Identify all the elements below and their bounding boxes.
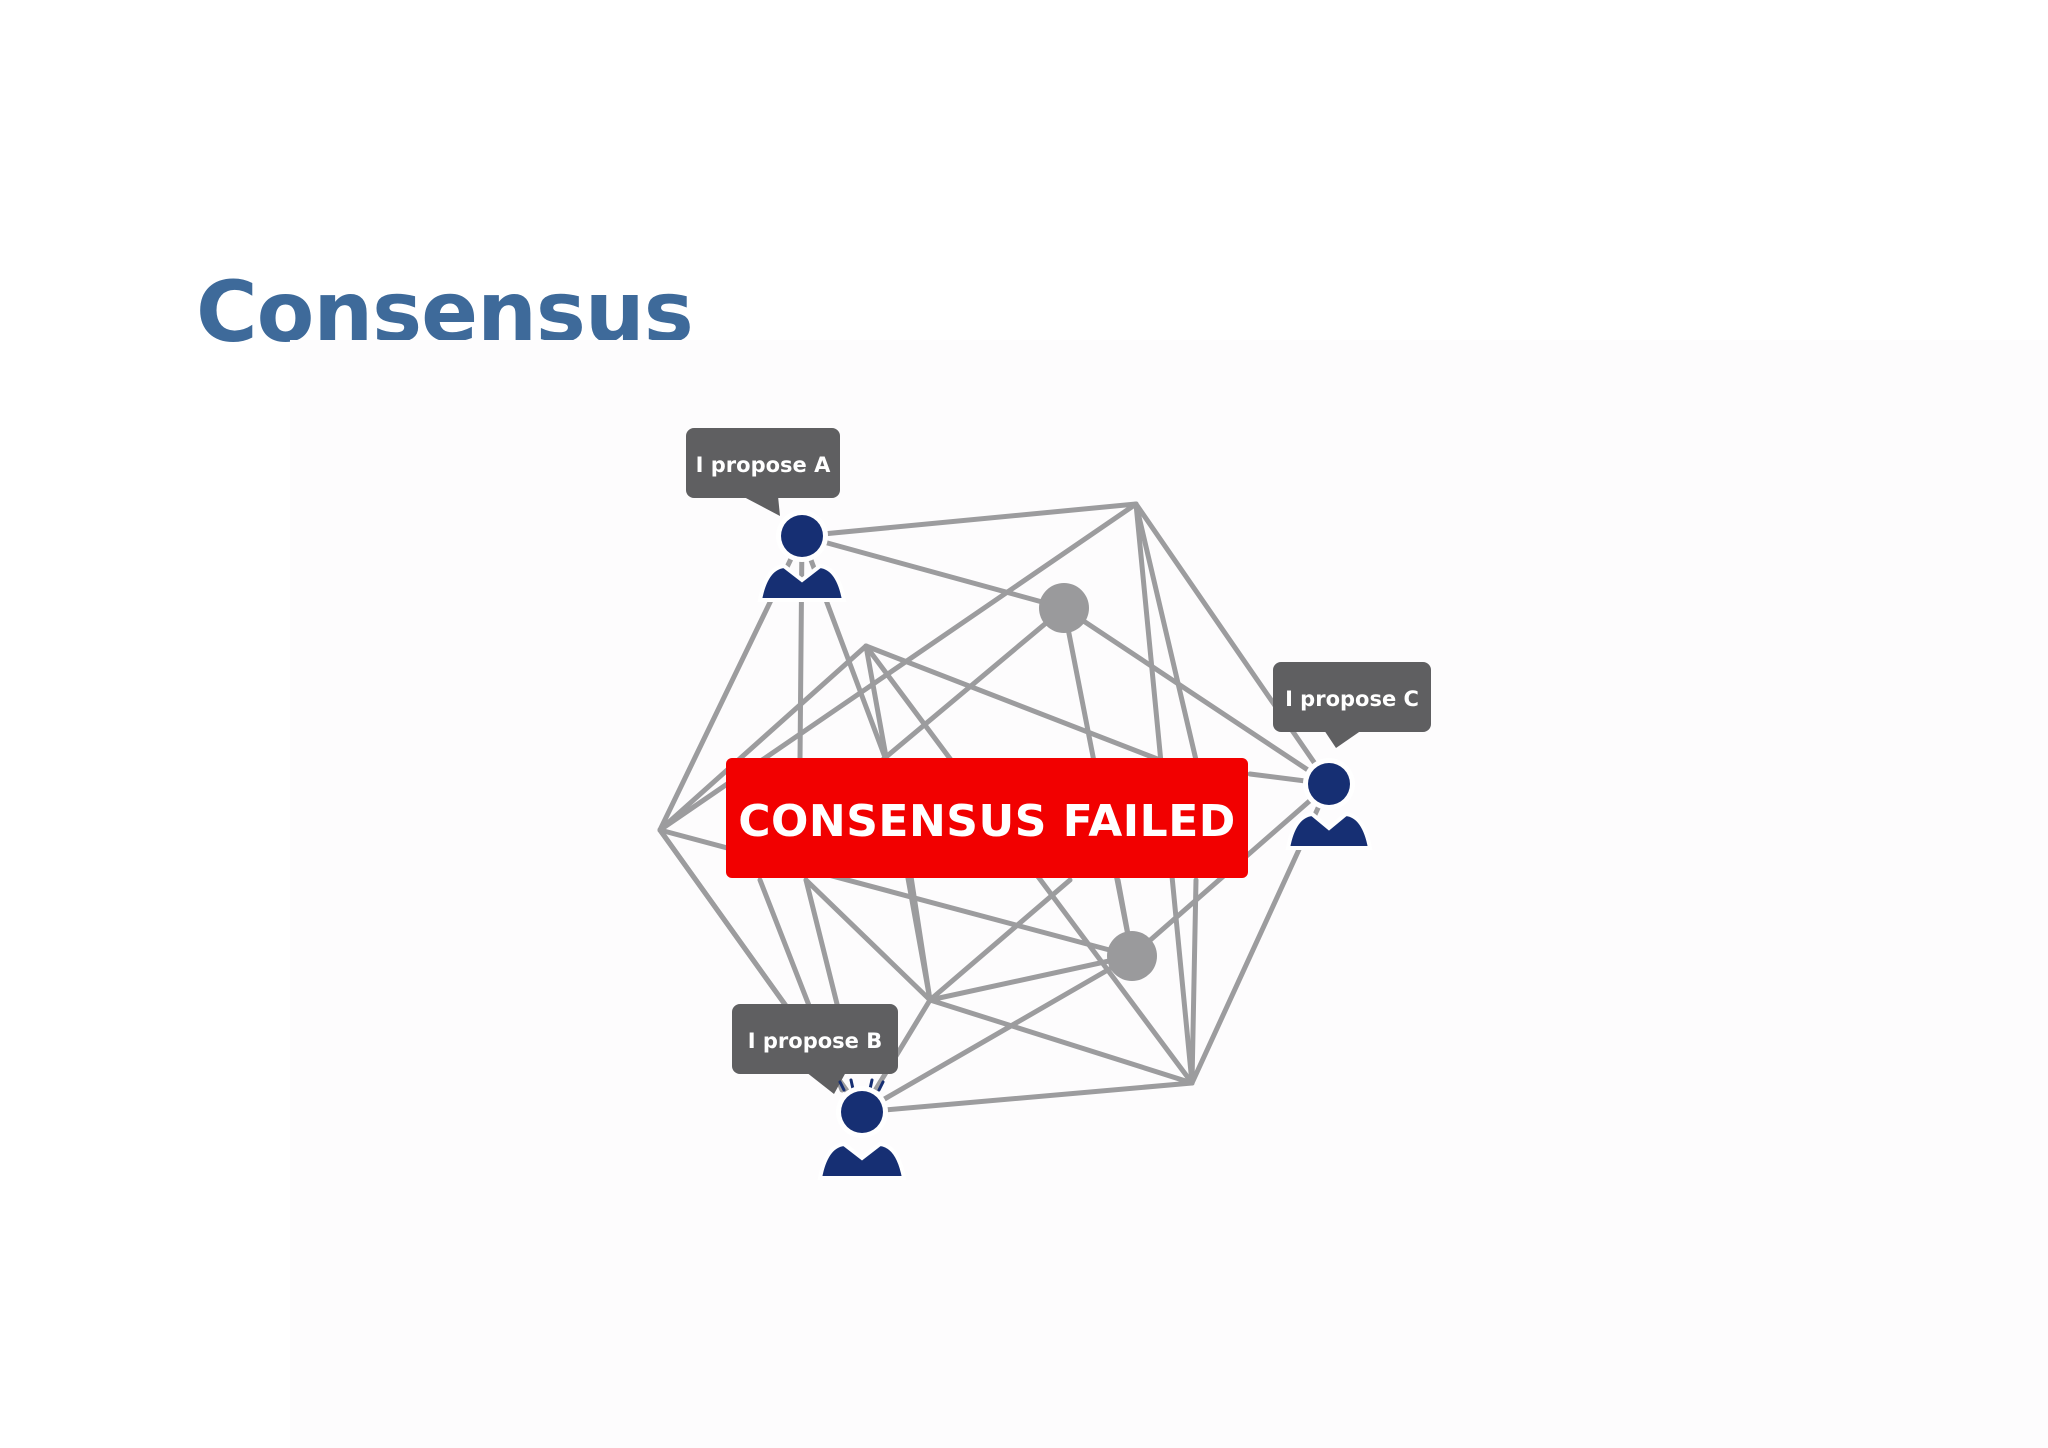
participant-c: I propose C	[1273, 662, 1431, 850]
participant-b: I propose B	[732, 1004, 907, 1180]
speech-bubble-a: I propose A	[686, 428, 840, 516]
network-node	[1107, 931, 1157, 981]
person-icon	[757, 510, 847, 602]
proposal-a-label: I propose A	[696, 453, 831, 477]
speech-bubble-c: I propose C	[1273, 662, 1431, 748]
person-icon	[817, 1086, 907, 1180]
person-icon	[1285, 758, 1373, 850]
proposal-c-label: I propose C	[1285, 687, 1419, 711]
network-node	[1039, 583, 1089, 633]
participant-a: I propose A	[686, 428, 847, 602]
banner-label: CONSENSUS FAILED	[738, 796, 1236, 847]
consensus-failed-banner: CONSENSUS FAILED	[726, 758, 1248, 878]
speech-bubble-b: I propose B	[732, 1004, 898, 1094]
proposal-b-label: I propose B	[748, 1029, 882, 1053]
emphasis-marks	[838, 1078, 885, 1092]
diagram-background	[290, 340, 2048, 1448]
